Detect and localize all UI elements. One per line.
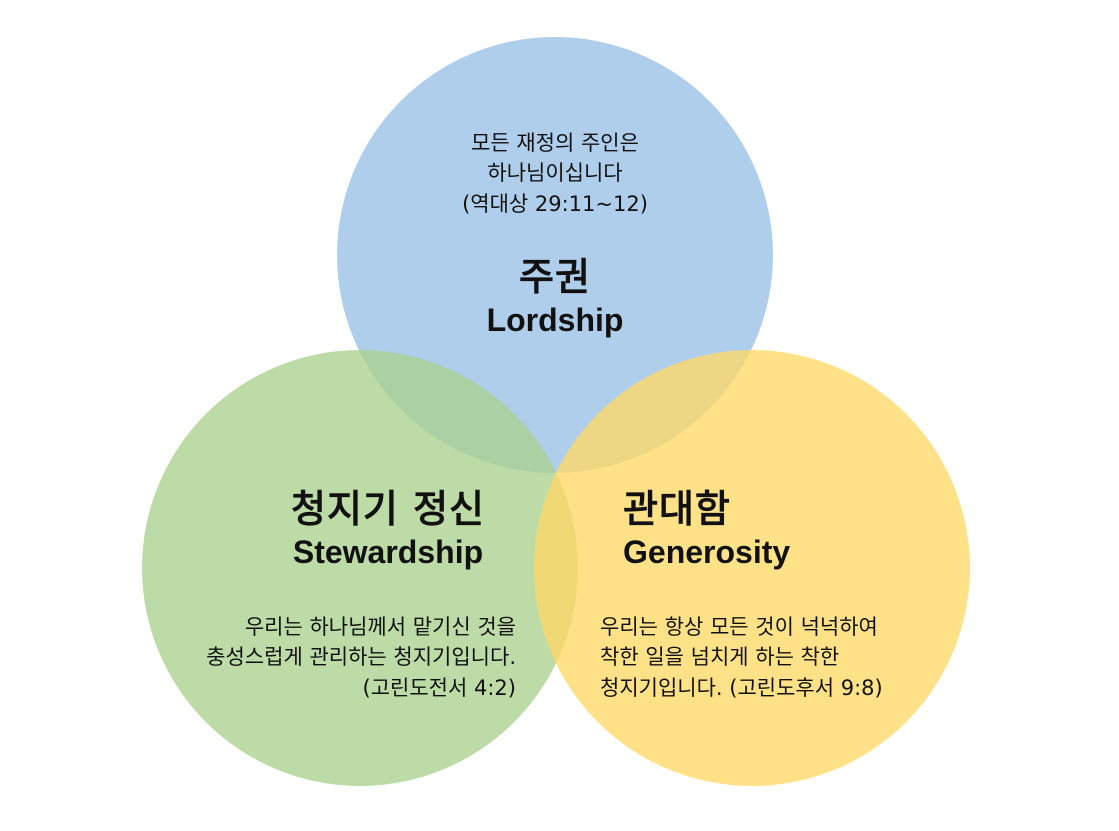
lordship-title: 주권 Lordship [405,255,705,339]
lordship-title-korean: 주권 [519,255,591,299]
generosity-description-line: 청지기입니다. (고린도후서 9:8) [600,675,883,700]
generosity-title-korean: 관대함 [623,487,731,531]
stewardship-description-line: 우리는 하나님께서 맡기신 것을 [244,615,516,639]
lordship-description-line: 모든 재정의 주인은 [471,131,639,155]
stewardship-description-line: (고린도전서 4:2) [362,675,516,700]
generosity-description-line: 착한 일을 넘치게 하는 착한 [600,645,840,670]
lordship-description-line: (역대상 29:11~12) [462,191,648,216]
stewardship-title-korean: 청지기 정신 [290,487,486,531]
stewardship-description-line: 충성스럽게 관리하는 청지기입니다. [206,645,516,670]
stewardship-circle [142,350,578,786]
lordship-description: 모든 재정의 주인은 하나님이십니다 (역대상 29:11~12) [405,128,705,219]
stewardship-title-english: Stewardship [292,533,484,570]
stewardship-title: 청지기 정신 Stewardship [238,487,538,571]
stewardship-description: 우리는 하나님께서 맡기신 것을 충성스럽게 관리하는 청지기입니다. (고린도… [160,612,516,703]
generosity-description: 우리는 항상 모든 것이 넉넉하여 착한 일을 넘치게 하는 착한 청지기입니다… [600,612,940,703]
generosity-title-english: Generosity [623,533,791,570]
lordship-circle [337,37,773,473]
generosity-title: 관대함 Generosity [623,487,923,571]
generosity-circle [534,350,970,786]
lordship-title-english: Lordship [486,301,624,338]
lordship-description-line: 하나님이십니다 [487,161,623,186]
generosity-description-line: 우리는 항상 모든 것이 넉넉하여 [600,615,878,639]
